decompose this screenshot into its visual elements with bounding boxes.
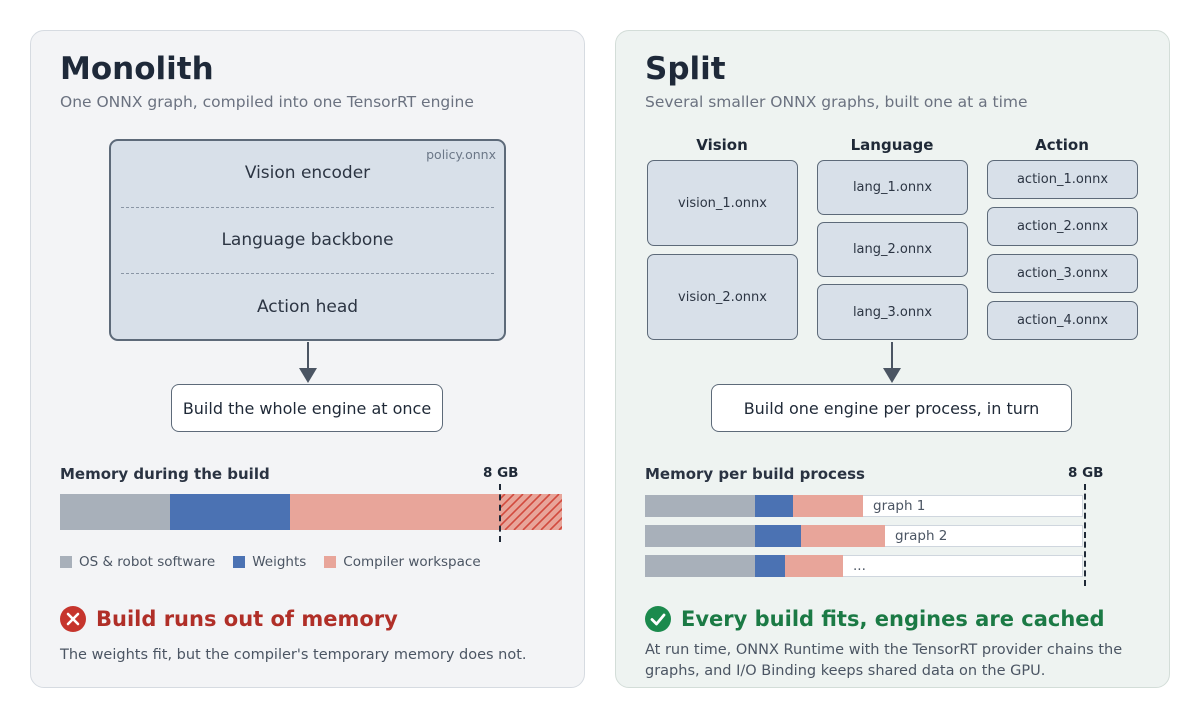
onnx-file-box: lang_2.onnx [817, 222, 968, 277]
bar-label: graph 2 [895, 528, 948, 544]
memory-legend: OS & robot software Weights Compiler wor… [60, 554, 481, 570]
build-process-bar: graph 1 [645, 495, 1085, 517]
column-language: Language [850, 136, 934, 154]
check-circle-icon [645, 606, 671, 632]
build-whole-engine-box: Build the whole engine at once [171, 384, 443, 432]
weights-segment [755, 495, 793, 517]
split-note: At run time, ONNX Runtime with the Tenso… [645, 640, 1122, 682]
legend-swatch [233, 556, 246, 568]
workspace-segment [801, 525, 885, 547]
success-status-text: Every build fits, engines are cached [681, 607, 1105, 631]
legend-weights: Weights [233, 554, 306, 570]
limit-line-right [1084, 484, 1086, 586]
failure-status-text: Build runs out of memory [96, 607, 398, 631]
workspace-segment [793, 495, 863, 517]
workspace-segment [290, 494, 500, 530]
legend-label: OS & robot software [79, 554, 216, 570]
split-note-line: graphs, and I/O Binding keeps shared dat… [645, 663, 1046, 679]
os-segment [645, 555, 755, 577]
policy-file-label: policy.onnx [426, 147, 496, 162]
overflow-hatch-segment [500, 494, 562, 530]
os-segment [645, 495, 755, 517]
weights-segment [755, 525, 801, 547]
onnx-file-box: action_4.onnx [987, 301, 1138, 340]
onnx-file-box: lang_3.onnx [817, 284, 968, 340]
failure-status: Build runs out of memory [60, 606, 398, 632]
limit-label-right: 8 GB [1068, 465, 1104, 481]
limit-label-left: 8 GB [483, 465, 519, 481]
split-title: Split [645, 51, 726, 87]
build-process-bar: graph 2 [645, 525, 1085, 547]
memory-bar-monolith [60, 494, 562, 530]
workspace-segment [785, 555, 843, 577]
onnx-file-box: action_2.onnx [987, 207, 1138, 246]
onnx-file-box: vision_1.onnx [647, 160, 798, 246]
os-segment [645, 525, 755, 547]
legend-workspace: Compiler workspace [324, 554, 481, 570]
onnx-file-box: lang_1.onnx [817, 160, 968, 215]
monolith-subtitle: One ONNX graph, compiled into one Tensor… [60, 93, 474, 111]
bar-label: graph 1 [873, 498, 926, 514]
build-per-process-box: Build one engine per process, in turn [711, 384, 1072, 432]
monolith-note: The weights fit, but the compiler's temp… [60, 647, 527, 663]
os-segment [60, 494, 170, 530]
x-circle-icon [60, 606, 86, 632]
layer-vision-encoder: Vision encoder [244, 163, 371, 183]
onnx-file-box: action_3.onnx [987, 254, 1138, 293]
split-note-line: At run time, ONNX Runtime with the Tenso… [645, 642, 1123, 658]
policy-onnx-graph: policy.onnx Vision encoder Language back… [109, 139, 506, 341]
column-vision: Vision [696, 136, 748, 154]
legend-swatch [60, 556, 72, 568]
memory-per-process-title: Memory per build process [645, 465, 865, 483]
limit-line-left [499, 484, 501, 542]
legend-label: Compiler workspace [343, 554, 481, 570]
onnx-file-box: action_1.onnx [987, 160, 1138, 199]
legend-os: OS & robot software [60, 554, 215, 570]
layer-action-head: Action head [256, 297, 359, 317]
layer-divider [121, 207, 494, 208]
weights-segment [755, 555, 785, 577]
onnx-file-box: vision_2.onnx [647, 254, 798, 340]
column-action: Action [1035, 136, 1089, 154]
legend-swatch [324, 556, 337, 568]
success-status: Every build fits, engines are cached [645, 606, 1105, 632]
layer-divider [121, 273, 494, 274]
monolith-title: Monolith [60, 51, 214, 87]
down-arrow-icon [883, 342, 901, 383]
memory-build-title: Memory during the build [60, 465, 270, 483]
legend-label: Weights [252, 554, 307, 570]
build-process-bar: ... [645, 555, 1085, 577]
split-subtitle: Several smaller ONNX graphs, built one a… [645, 93, 1028, 111]
layer-language-backbone: Language backbone [221, 230, 394, 250]
weights-segment [170, 494, 290, 530]
bar-label: ... [853, 558, 866, 574]
down-arrow-icon [299, 342, 317, 383]
